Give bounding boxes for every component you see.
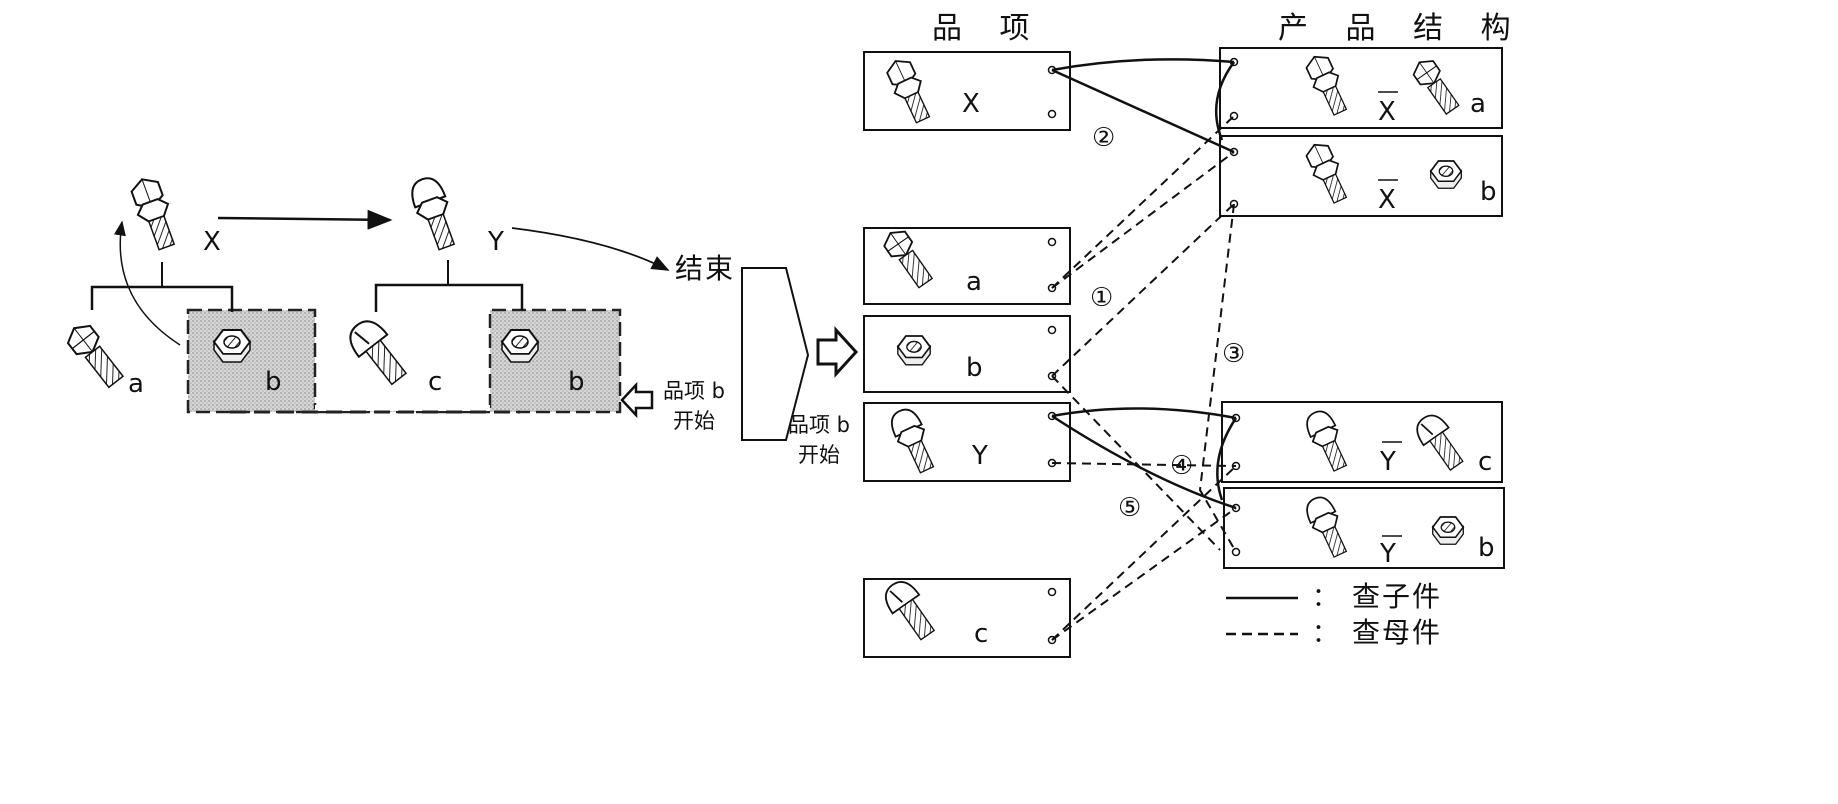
left-product-tree: X a b Y c b 结束 品项 b 开始 bbox=[62, 172, 735, 433]
arrow-x-to-y bbox=[217, 209, 393, 230]
structure-y-b-parent: Y bbox=[1379, 539, 1396, 569]
label-a-left: a bbox=[128, 369, 144, 399]
item-c-label: c bbox=[974, 619, 988, 649]
item-record-x: X bbox=[863, 51, 1071, 131]
structure-x-b-parent: X bbox=[1378, 185, 1396, 215]
item-b-icon bbox=[896, 335, 932, 366]
structure-record-y-b: Y b bbox=[1223, 487, 1505, 569]
item-b-label: b bbox=[966, 353, 983, 383]
start-label-middle-2: 开始 bbox=[798, 443, 840, 467]
legend-dashed-text: 查母件 bbox=[1352, 616, 1442, 649]
item-record-c: c bbox=[863, 574, 1071, 658]
structure-x-b-child-icon bbox=[1429, 160, 1463, 190]
legend-solid-colon: ： bbox=[1312, 583, 1338, 613]
arrow-y-to-end bbox=[511, 227, 670, 271]
structure-y-b-child: b bbox=[1478, 533, 1495, 563]
structure-record-x-b: X b bbox=[1219, 135, 1503, 217]
step-5: ⑤ bbox=[1118, 493, 1141, 523]
item-a-label: a bbox=[966, 267, 982, 297]
item-records: X a b Y c bbox=[863, 51, 1071, 658]
step-3: ③ bbox=[1222, 339, 1245, 369]
item-record-a: a bbox=[863, 224, 1071, 305]
legend-solid-text: 查子件 bbox=[1352, 580, 1442, 613]
start-label-middle-1: 品项 b bbox=[788, 413, 850, 437]
legend-dashed-colon: ： bbox=[1312, 619, 1338, 649]
structure-x-b-child: b bbox=[1480, 177, 1497, 207]
nut-b-icon-2 bbox=[501, 329, 539, 363]
bolt-a-icon bbox=[62, 318, 128, 392]
assembly-y-icon bbox=[405, 172, 463, 254]
structure-y-b-child-icon bbox=[1431, 516, 1465, 546]
items-header: 品 项 bbox=[932, 11, 1044, 46]
end-label: 结束 bbox=[675, 252, 735, 285]
item-record-b: b bbox=[863, 315, 1071, 393]
item-record-y: Y bbox=[863, 402, 1071, 482]
return-arrow bbox=[114, 220, 181, 346]
step-4: ④ bbox=[1170, 451, 1193, 481]
start-arrow-left bbox=[620, 381, 654, 419]
item-x-label: X bbox=[962, 89, 980, 119]
label-b-left-1: b bbox=[265, 367, 282, 397]
structure-header: 产 品 结 构 bbox=[1278, 11, 1525, 46]
structure-record-y-c: Y c bbox=[1221, 401, 1503, 483]
structure-y-c-parent: Y bbox=[1379, 447, 1396, 477]
step-2: ② bbox=[1092, 123, 1115, 153]
nut-b-icon-1 bbox=[213, 329, 251, 363]
process-block: 品项 b 开始 bbox=[741, 267, 859, 467]
structure-record-x-a: X a bbox=[1219, 47, 1503, 129]
structure-y-c-child: c bbox=[1478, 447, 1492, 477]
label-x: X bbox=[203, 227, 221, 257]
bolt-c-icon bbox=[341, 313, 415, 391]
label-c-left: c bbox=[428, 367, 442, 397]
child-links-solid bbox=[1051, 58, 1238, 510]
item-b-highlight-1 bbox=[186, 308, 622, 414]
label-y: Y bbox=[487, 227, 504, 257]
structure-x-a-parent: X bbox=[1378, 97, 1396, 127]
legend: ： 查子件 ： 查母件 bbox=[1226, 580, 1442, 649]
item-y-label: Y bbox=[971, 441, 988, 471]
structure-records: X a X b Y c bbox=[1219, 47, 1505, 569]
label-b-left-2: b bbox=[568, 367, 585, 397]
structure-x-a-child: a bbox=[1470, 89, 1486, 119]
start-arrow-middle bbox=[816, 326, 859, 378]
start-label-left-2: 开始 bbox=[673, 409, 715, 433]
start-label-left-1: 品项 b bbox=[663, 379, 725, 403]
step-1: ① bbox=[1090, 283, 1113, 313]
parent-links-dashed bbox=[1051, 115, 1237, 641]
assembly-x-icon bbox=[125, 172, 183, 254]
